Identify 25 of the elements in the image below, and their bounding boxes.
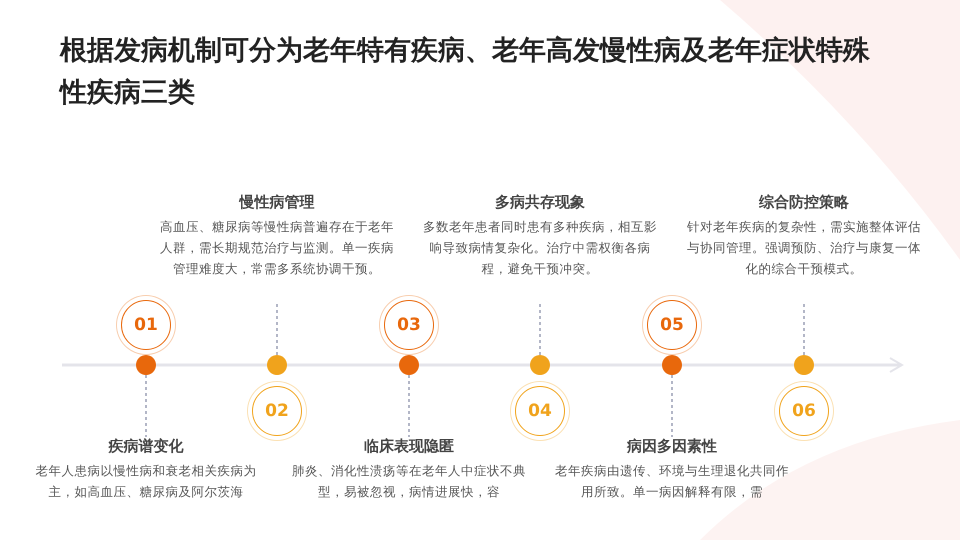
- step-heading: 病因多因素性: [627, 437, 717, 456]
- step-heading: 临床表现隐匿: [364, 437, 454, 456]
- step-description: 肺炎、消化性溃疡等在老年人中症状不典型，易被忽视，病情进展快，容: [291, 462, 527, 501]
- step-heading: 慢性病管理: [240, 193, 314, 212]
- dashed-connector: [671, 375, 673, 437]
- dashed-connector: [408, 375, 410, 437]
- timeline-dot: [267, 355, 287, 375]
- timeline-dot: [530, 355, 550, 375]
- step-description: 多数老年患者同时患有多种疾病，相互影响导致病情复杂化。治疗中需权衡各病程，避免干预冲突。: [422, 218, 658, 278]
- step-description: 针对老年疾病的复杂性，需实施整体评估与协同管理。强调预防、治疗与康复一体化的综合干预模式。: [686, 218, 922, 278]
- step-description: 老年疾病由遗传、环境与生理退化共同作用所致。单一病因解释有限，需: [554, 462, 790, 501]
- step-heading: 多病共存现象: [495, 193, 585, 212]
- timeline-dot: [399, 355, 419, 375]
- step-description: 高血压、糖尿病等慢性病普遍存在于老年人群，需长期规范治疗与监测。单一疾病管理难度大，常需多系统协调干预。: [159, 218, 395, 278]
- title: 根据发病机制可分为老年特有疾病、老年高发慢性病及老年症状特殊性疾病三类: [60, 34, 871, 110]
- timeline-dot: [136, 355, 156, 375]
- dashed-connector: [276, 301, 278, 355]
- dashed-connector: [145, 375, 147, 437]
- dashed-connector: [803, 301, 805, 355]
- timeline-dot: [662, 355, 682, 375]
- timeline-dot: [794, 355, 814, 375]
- step-heading: 疾病谱变化: [108, 437, 184, 456]
- dashed-connector: [539, 301, 541, 355]
- step-description: 老年人患病以慢性病和衰老相关疾病为主，如高血压、糖尿病及阿尔茨海: [34, 462, 258, 501]
- step-heading: 综合防控策略: [759, 193, 849, 212]
